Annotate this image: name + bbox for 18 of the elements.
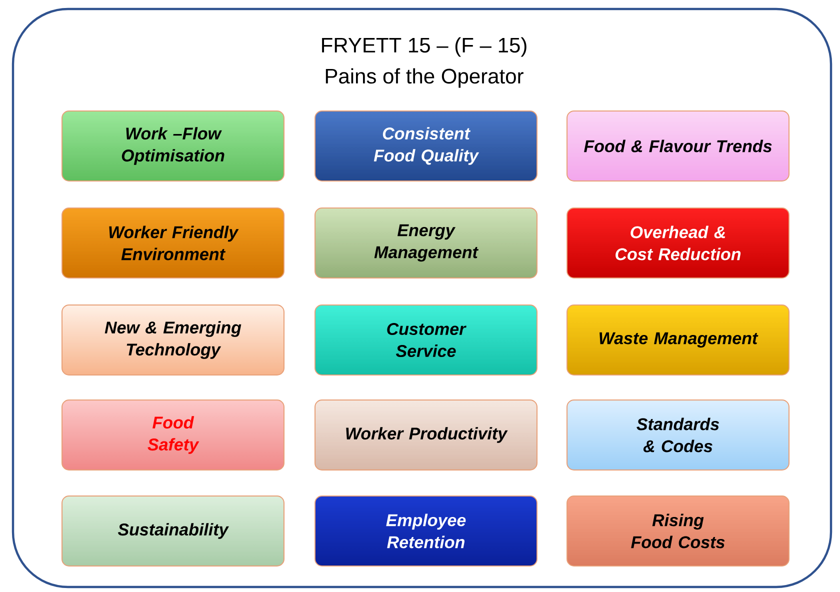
- topic-box: Standards & Codes: [566, 400, 790, 470]
- topic-box: Rising Food Costs: [566, 496, 790, 566]
- topic-box: Work –Flow Optimisation: [62, 110, 284, 182]
- topic-box: Worker Friendly Environment: [62, 208, 284, 278]
- title: FRYETT 15 – (F – 15): [322, 37, 526, 57]
- topic-box: New & Emerging Technology: [62, 304, 284, 376]
- topic-box: Employee Retention: [314, 496, 538, 566]
- topic-box: Worker Productivity: [314, 400, 538, 470]
- topic-box: Energy Management: [314, 208, 538, 278]
- frame: [12, 8, 832, 588]
- topic-box: Waste Management: [566, 304, 790, 376]
- topic-box: Food Safety: [62, 400, 284, 470]
- topic-box: Sustainability: [62, 496, 284, 566]
- topic-box: Consistent Food Quality: [314, 110, 538, 182]
- topic-box: Food & Flavour Trends: [566, 110, 790, 182]
- title: Pains of the Operator: [326, 68, 524, 88]
- topic-box: Customer Service: [314, 304, 538, 376]
- topic-box: Overhead & Cost Reduction: [566, 208, 790, 278]
